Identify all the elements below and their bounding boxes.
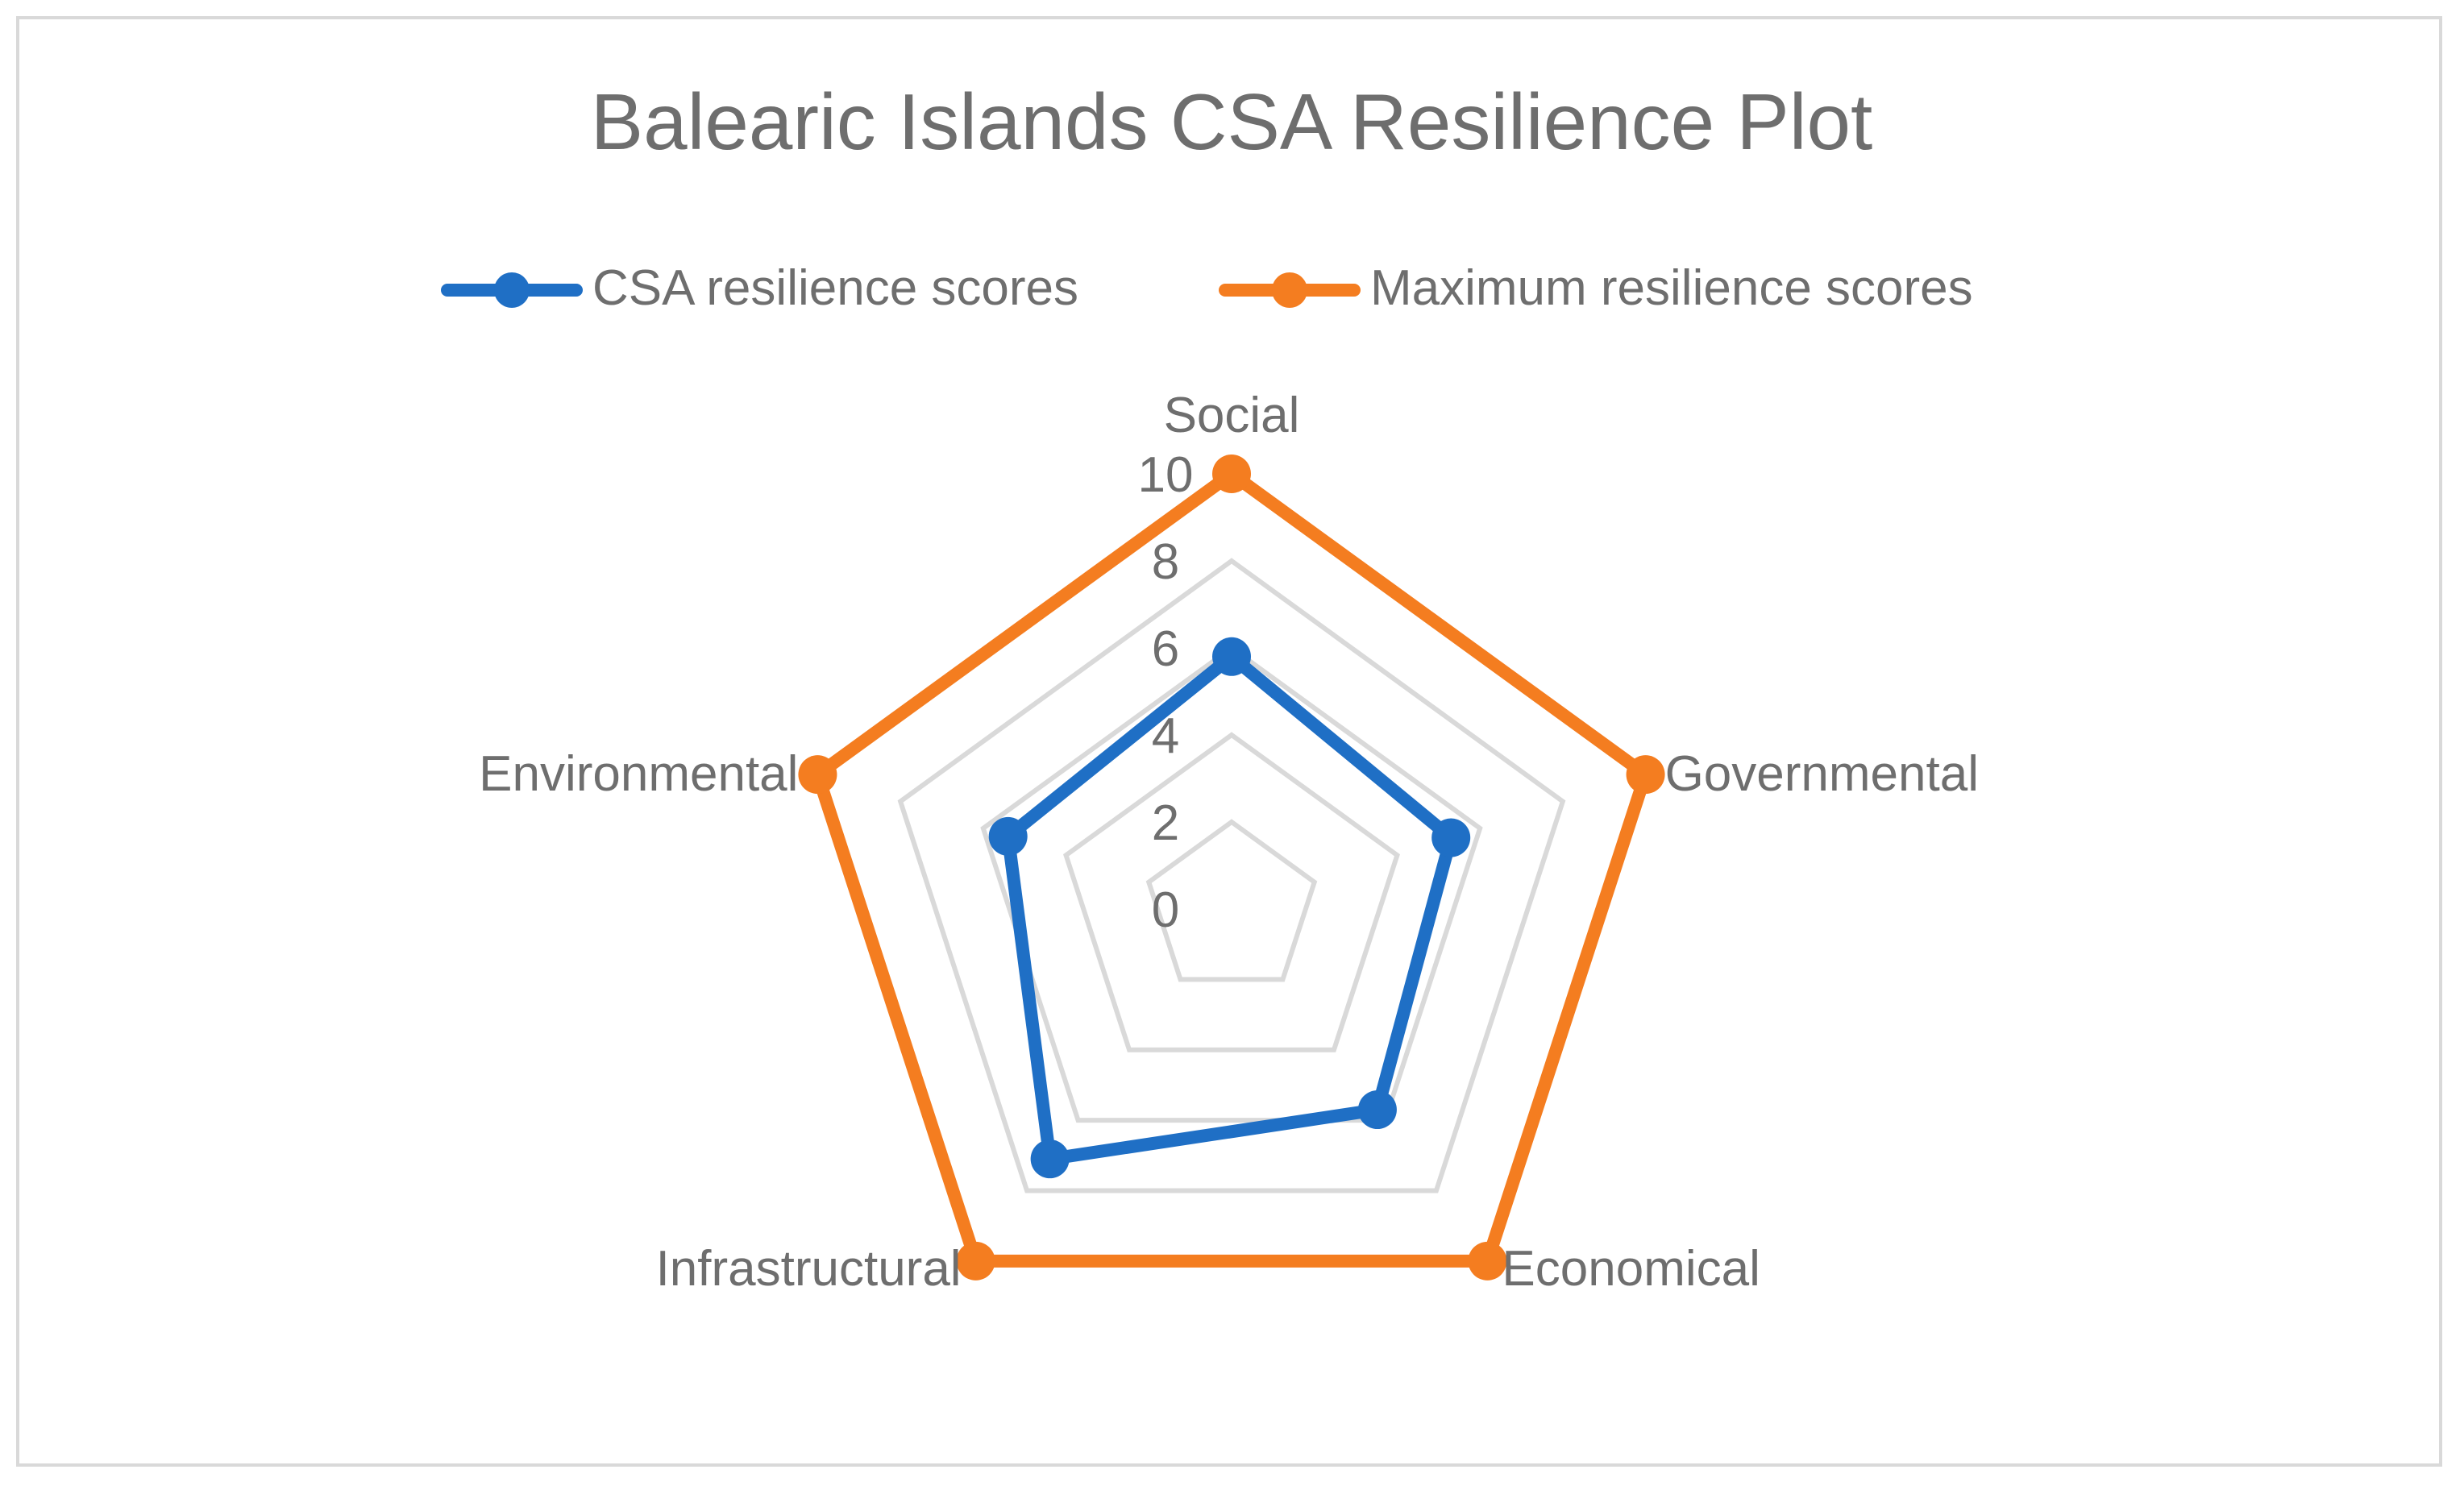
category-label-economical: Economical (1502, 1241, 1760, 1297)
data-point-0-economical[interactable] (1357, 1090, 1397, 1130)
category-label-social: Social (1164, 388, 1300, 443)
series-line-0 (1001, 650, 1458, 1166)
data-point-1-environmental[interactable] (798, 755, 837, 795)
data-point-1-infrastructural[interactable] (956, 1241, 995, 1281)
tick-label-8: 8 (1152, 534, 1179, 590)
grid-ring-6 (980, 645, 1483, 1123)
data-point-1-social[interactable] (1212, 455, 1251, 493)
legend: CSA resilience scores Maximum resilience… (441, 260, 1973, 316)
category-label-environmental: Environmental (479, 746, 798, 802)
data-point-0-governmental[interactable] (1431, 818, 1471, 857)
legend-marker-csa (494, 272, 530, 308)
series-line-1 (811, 467, 1652, 1268)
tick-label-6: 6 (1152, 621, 1179, 677)
grid-ring-8 (897, 558, 1566, 1193)
tick-label-0: 0 (1152, 882, 1179, 938)
legend-label-max: Maximum resilience scores (1370, 260, 1973, 316)
grid-ring-4 (1063, 732, 1400, 1052)
legend-item-max[interactable]: Maximum resilience scores (1219, 260, 1973, 316)
legend-label-csa: CSA resilience scores (592, 260, 1078, 316)
grid-ring-2 (1145, 819, 1318, 982)
chart-title: Balearic Islands CSA Resilience Plot (591, 77, 1873, 166)
category-label-infrastructural: Infrastructural (656, 1241, 962, 1297)
tick-label-2: 2 (1152, 795, 1179, 851)
series-csa-resilience[interactable] (988, 637, 1471, 1179)
legend-item-csa[interactable]: CSA resilience scores (441, 260, 1078, 316)
category-label-governmental: Governmental (1665, 746, 1979, 802)
data-point-0-infrastructural[interactable] (1030, 1139, 1070, 1179)
data-point-1-economical[interactable] (1468, 1241, 1507, 1281)
legend-marker-max (1272, 272, 1307, 308)
data-point-0-environmental[interactable] (988, 816, 1028, 856)
tick-label-10: 10 (1138, 447, 1194, 503)
series-maximum-resilience[interactable] (798, 455, 1665, 1281)
data-point-1-governmental[interactable] (1626, 755, 1665, 795)
series-layer (798, 455, 1665, 1281)
data-point-0-social[interactable] (1212, 637, 1251, 676)
chart-frame (16, 16, 2442, 1467)
